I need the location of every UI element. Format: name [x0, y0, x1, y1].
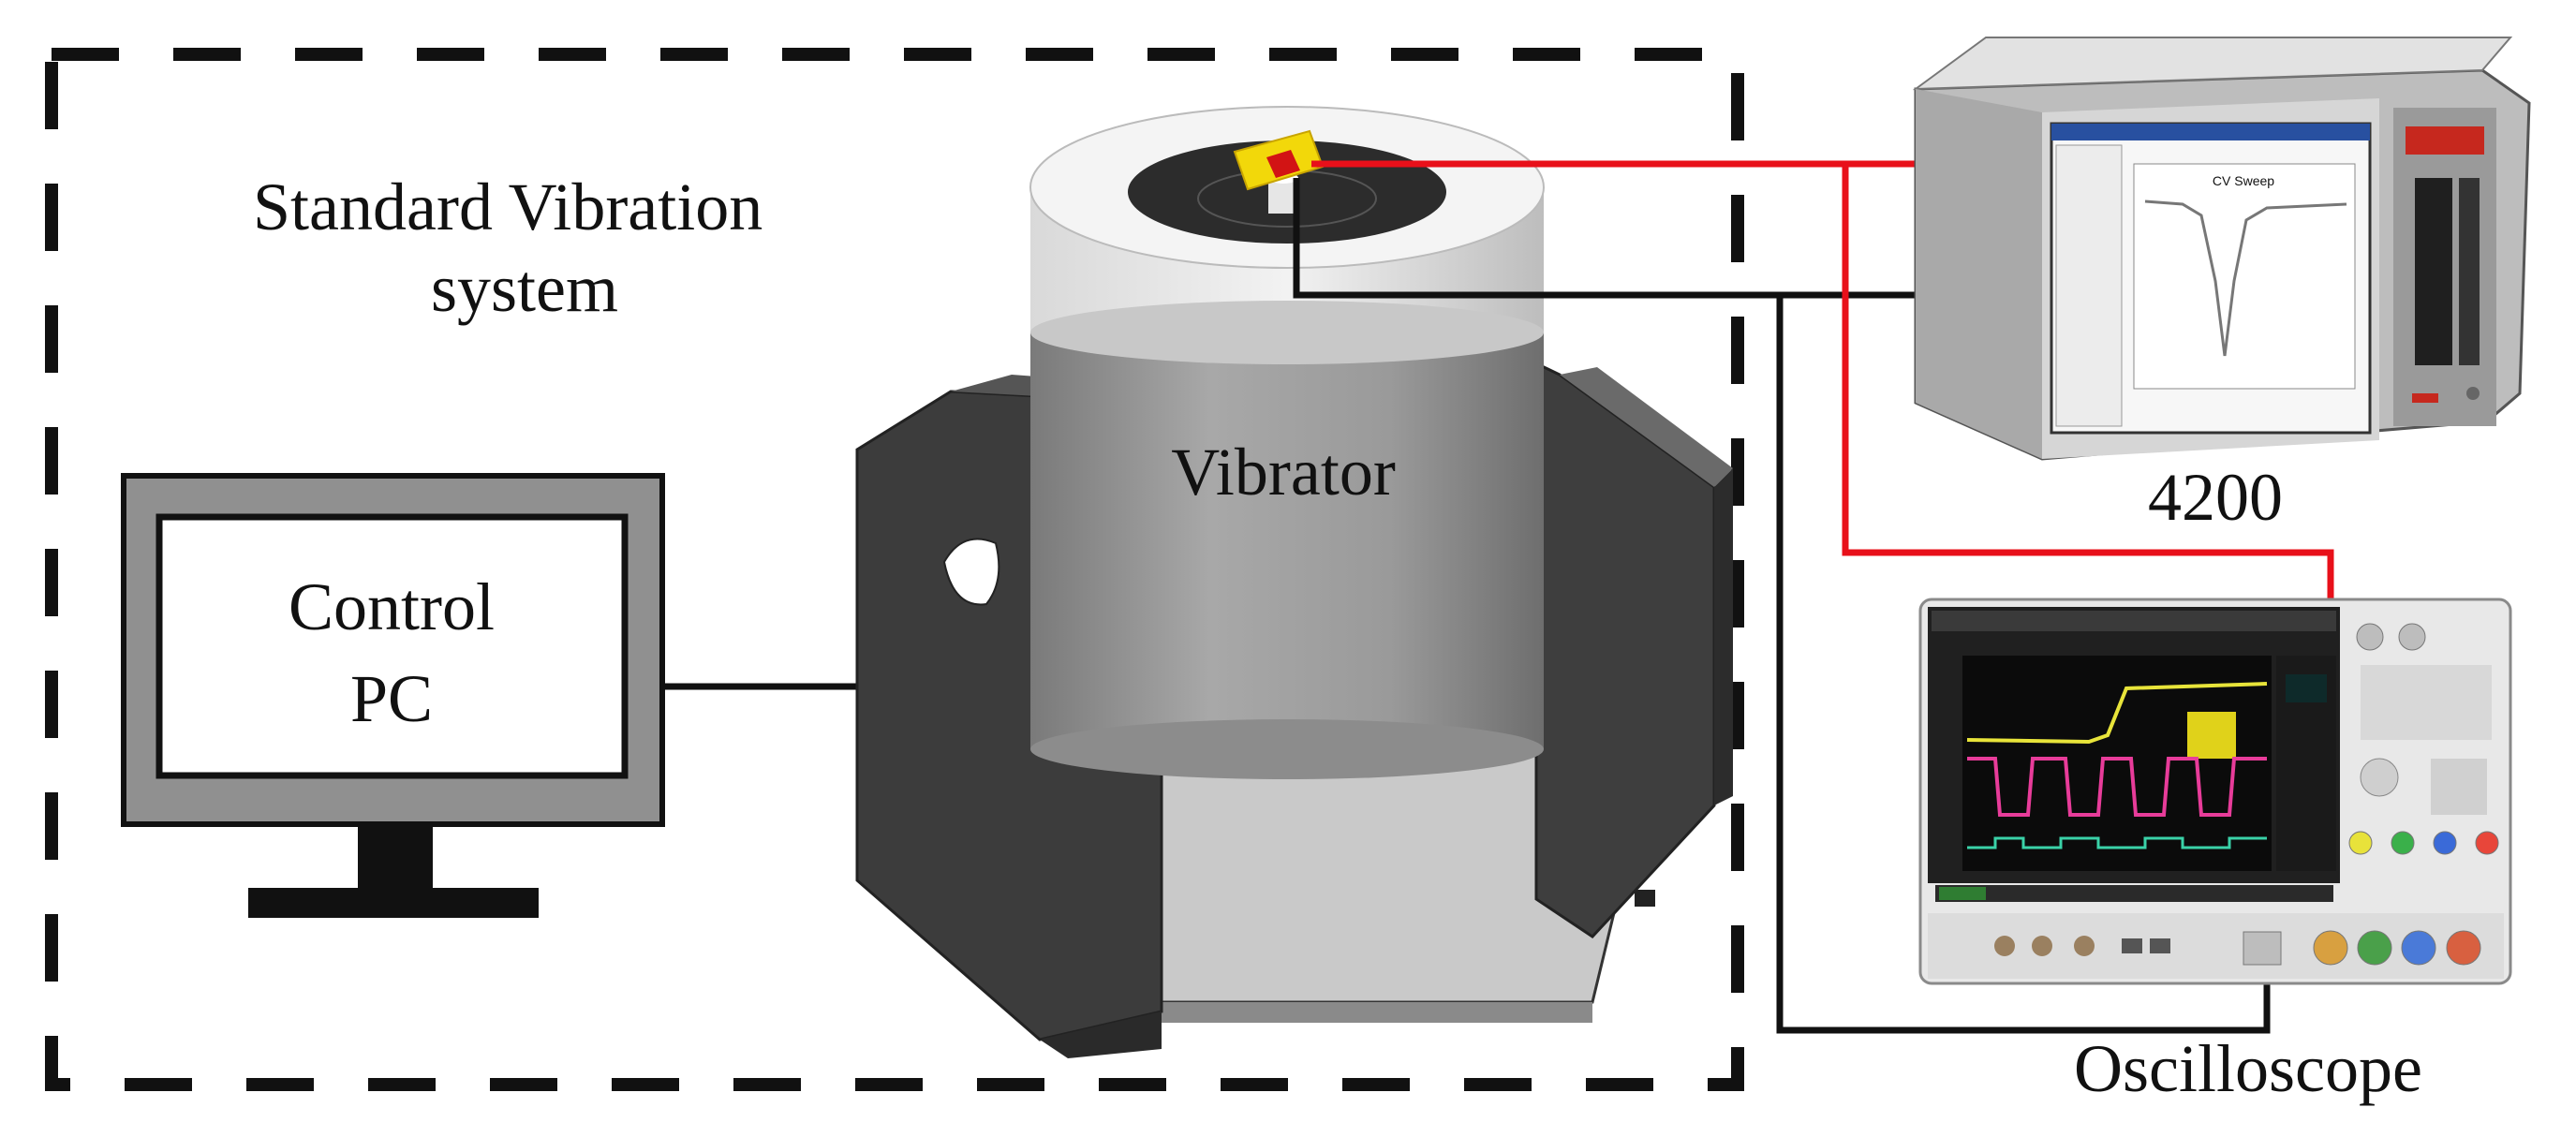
oscilloscope [1918, 598, 2512, 985]
control-pc-monitor: Control PC [121, 473, 665, 918]
vibrator-label: Vibrator [1171, 435, 1396, 509]
system-title-line2: system [431, 251, 618, 326]
cv-curve [2144, 199, 2347, 357]
magenta-trace [1967, 757, 2267, 817]
scope-screen [1962, 656, 2272, 871]
yellow-trace [1966, 682, 2268, 745]
digital-trace [1967, 836, 2267, 849]
black-wire-to-scope [1776, 295, 2271, 1034]
black-wire [1293, 178, 1930, 299]
wiring [1293, 160, 2334, 1034]
screen-title: CV Sweep [2213, 173, 2274, 188]
system-title-line1: Standard Vibration [253, 170, 762, 244]
oscilloscope-label: Oscilloscope [2074, 1031, 2422, 1106]
analyzer-4200: CV Sweep [1912, 37, 2531, 461]
vibrator: Vibrator [1029, 106, 1545, 779]
analyzer-label: 4200 [2148, 460, 2283, 535]
pc-label-line1: Control [289, 569, 495, 644]
pc-label-line2: PC [350, 661, 433, 736]
system-boundary [45, 48, 1744, 1091]
